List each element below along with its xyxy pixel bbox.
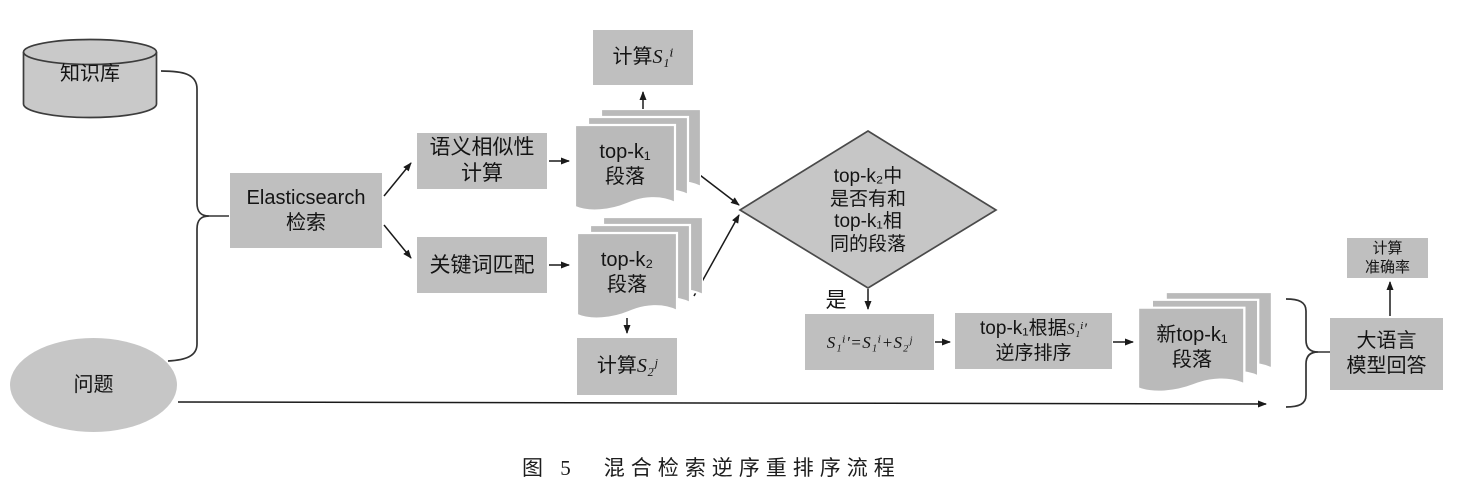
reverse-sort-node: top-k₁根据S₁ⁱ′ 逆序排序 xyxy=(955,313,1112,369)
sum-formula-node: S₁ⁱ′=S₁ⁱ+S₂ʲ xyxy=(805,314,934,370)
topk2-stack-shape xyxy=(577,217,703,320)
keyword-match-label: 关键词匹配 xyxy=(429,253,535,277)
calc-s1-prefix: 计算 xyxy=(612,46,653,68)
topk2-paragraphs-label: top-k₂ 段落 xyxy=(600,249,654,296)
new-topk1-paragraphs-node: 新top-k₁ 段落 xyxy=(1138,292,1272,400)
elasticsearch-node: Elasticsearch 检索 xyxy=(230,173,382,248)
figure-caption: 图 5 混合检索逆序重排序流程 xyxy=(522,456,901,480)
reverse-sort-label: top-k₁根据S₁ⁱ′ 逆序排序 xyxy=(980,317,1087,366)
left-brace xyxy=(160,70,210,362)
llm-answer-node: 大语言 模型回答 xyxy=(1330,318,1443,390)
topk2-paragraphs-node: top-k₂ 段落 xyxy=(577,217,703,327)
reverse-sort-formula: S₁ⁱ′ xyxy=(1066,320,1087,338)
calc-s2-label: 计算S₂ʲ xyxy=(597,354,657,379)
calc-s1-node: 计算S₁ⁱ xyxy=(593,30,693,85)
reverse-sort-line1: top-k₁根据 xyxy=(980,317,1067,339)
calc-s2-formula: S₂ʲ xyxy=(636,355,658,377)
new-topk1-stack-shape xyxy=(1138,292,1272,393)
question-label: 问题 xyxy=(73,373,114,396)
knowledge-base-label: 知识库 xyxy=(60,63,120,85)
topk1-paragraphs-label: top-k₁ 段落 xyxy=(599,141,651,188)
semantic-similarity-node: 语义相似性 计算 xyxy=(417,133,547,189)
question-node: 问题 xyxy=(10,338,177,432)
arrow-es-to-semantic xyxy=(383,162,412,197)
calc-accuracy-node: 计算 准确率 xyxy=(1347,238,1428,278)
new-topk1-paragraphs-label: 新top-k₁ 段落 xyxy=(1156,324,1228,371)
arrow-question-to-brace xyxy=(177,400,1267,408)
sum-formula-label: S₁ⁱ′=S₁ⁱ+S₂ʲ xyxy=(826,332,913,352)
decision-yes-label: 是 xyxy=(825,289,847,312)
calc-accuracy-label: 计算 准确率 xyxy=(1364,240,1410,276)
calc-s1-label: 计算S₁ⁱ xyxy=(613,45,674,70)
database-cylinder-shape xyxy=(22,38,158,119)
semantic-similarity-label: 语义相似性 计算 xyxy=(429,136,535,185)
calc-s1-formula: S₁ⁱ xyxy=(652,46,674,68)
arrow-es-to-keyword xyxy=(383,224,412,259)
calc-s2-prefix: 计算 xyxy=(596,355,637,377)
llm-answer-label: 大语言 模型回答 xyxy=(1346,330,1427,377)
calc-s2-node: 计算S₂ʲ xyxy=(577,338,677,395)
elasticsearch-label: Elasticsearch 检索 xyxy=(246,186,366,234)
right-brace xyxy=(1285,298,1319,408)
reverse-sort-line2: 逆序排序 xyxy=(995,342,1072,364)
keyword-match-node: 关键词匹配 xyxy=(417,237,547,293)
topk1-paragraphs-node: top-k₁ 段落 xyxy=(575,109,701,219)
decision-diamond xyxy=(738,130,998,289)
decision-label: top-k₂中 是否有和 top-k₁相 同的段落 xyxy=(829,166,906,255)
knowledge-base-node: 知识库 xyxy=(22,38,158,120)
topk1-stack-shape xyxy=(575,109,701,212)
